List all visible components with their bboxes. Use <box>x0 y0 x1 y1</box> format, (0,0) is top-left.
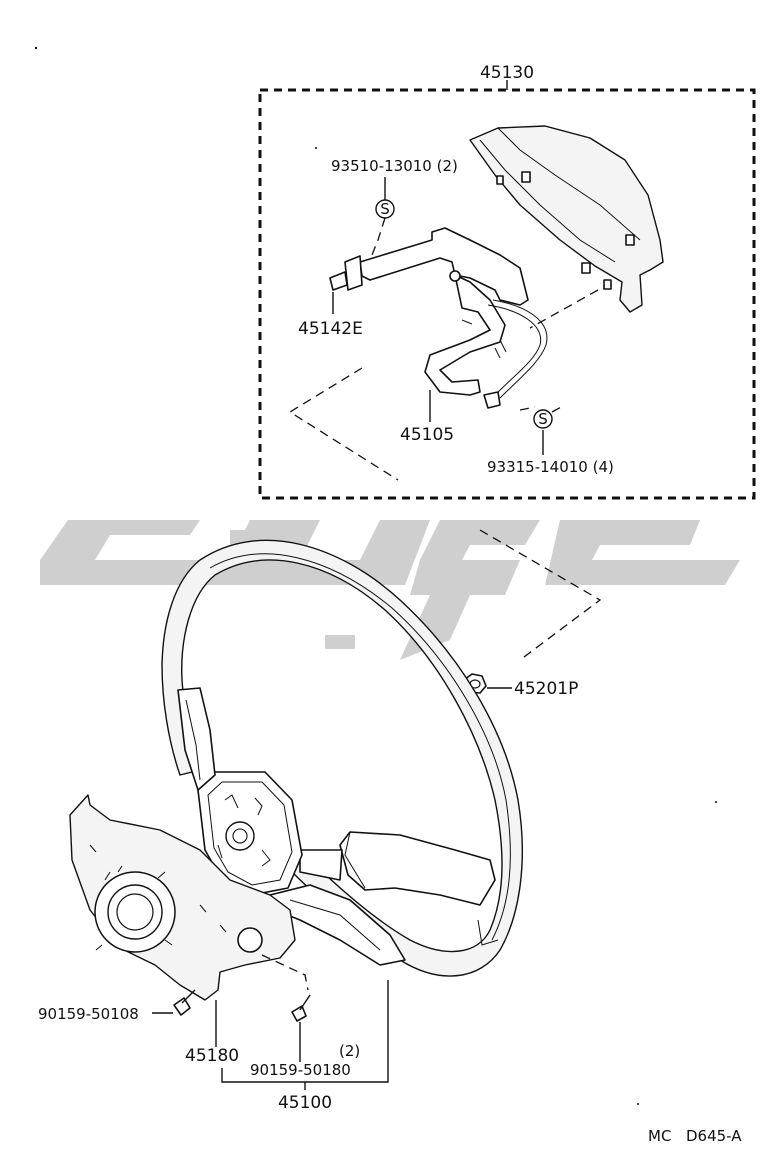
callout-45201P: 45201P <box>514 679 578 699</box>
horn-pad <box>469 125 664 313</box>
footer-code-prefix: MC <box>648 1127 671 1145</box>
callout-93315-14010: 93315-14010 (4) <box>487 458 614 476</box>
svg-text:S: S <box>380 200 390 218</box>
callout-90159-50180: 90159-50180 <box>250 1061 351 1079</box>
steering-wheel <box>161 539 523 977</box>
callout-45142E: 45142E <box>298 319 363 339</box>
svg-text:S: S <box>538 410 548 428</box>
screw-cover <box>291 994 311 1022</box>
screw-left <box>173 989 196 1016</box>
s-mark-top: S <box>375 199 395 219</box>
callout-45180: 45180 <box>185 1046 239 1066</box>
callout-45100: 45100 <box>278 1093 332 1113</box>
callout-qty-2: (2) <box>339 1042 360 1060</box>
footer-code: D645-A <box>686 1127 742 1145</box>
assembly-box <box>258 88 756 500</box>
callout-45105: 45105 <box>400 425 454 445</box>
callout-90159-50108: 90159-50108 <box>38 1005 139 1023</box>
lower-cover <box>69 794 296 1001</box>
watermark-logo <box>40 520 740 660</box>
callout-93510-13010: 93510-13010 (2) <box>331 157 458 175</box>
s-mark-bottom: S <box>533 409 553 429</box>
callout-45130: 45130 <box>480 63 534 83</box>
bracket <box>329 227 548 409</box>
